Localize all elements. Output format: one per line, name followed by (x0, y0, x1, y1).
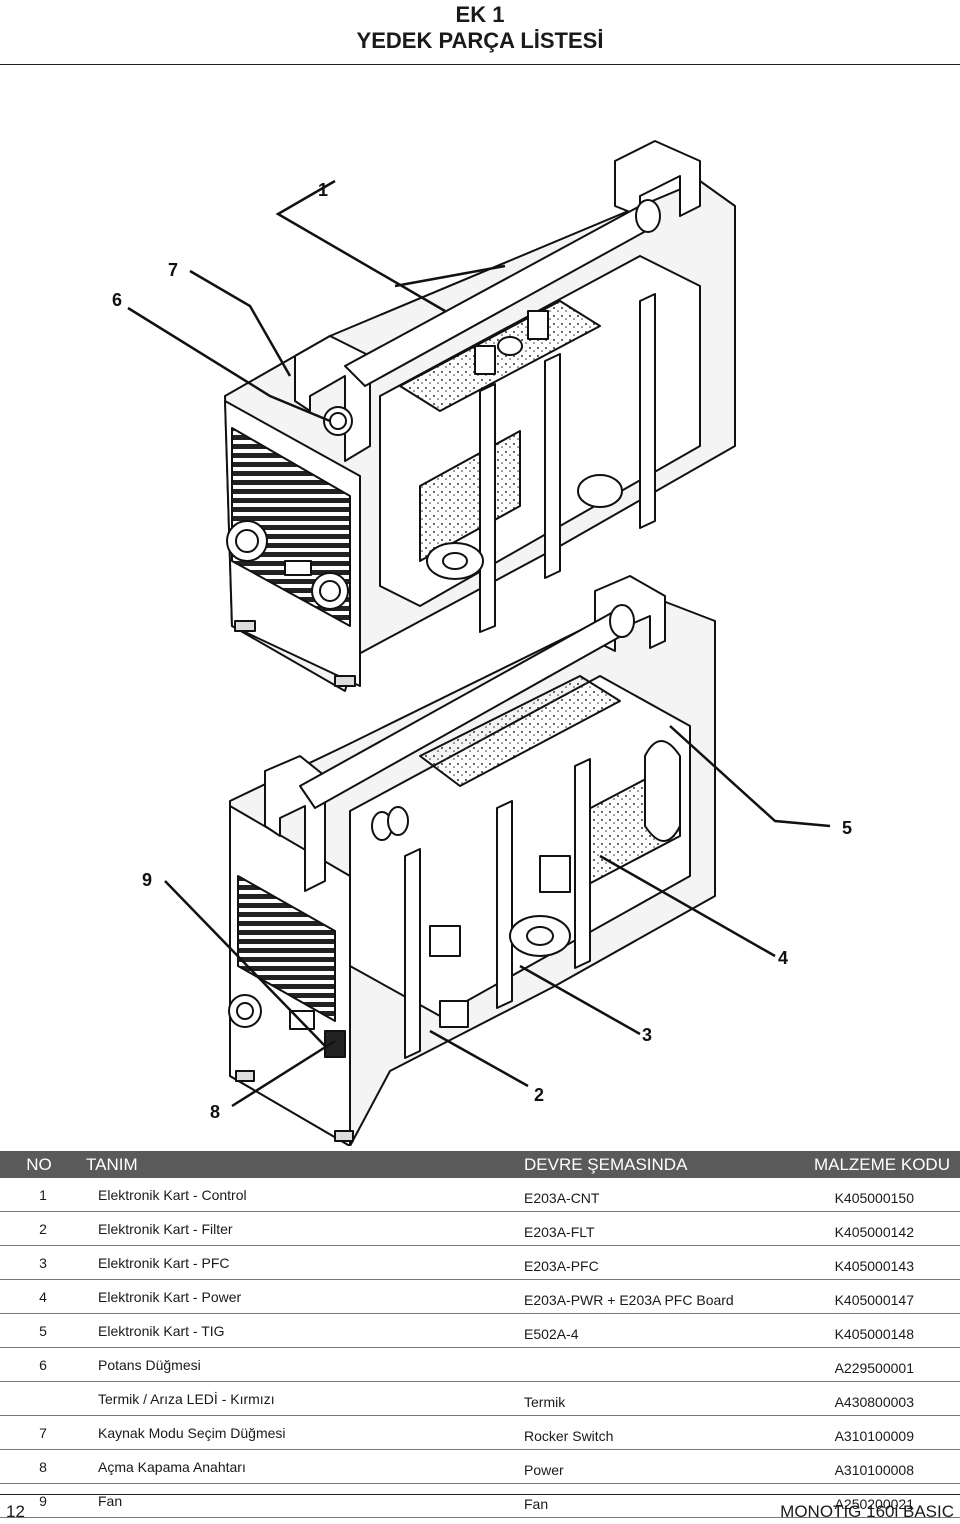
cell-code: A250200021 (772, 1483, 960, 1518)
cell-code: A430800003 (772, 1381, 960, 1416)
cell-circuit: E203A-FLT (516, 1211, 772, 1246)
table-row: 6 Potans Düğmesi A229500001 (0, 1347, 960, 1382)
cell-circuit: E203A-CNT (516, 1178, 772, 1212)
col-code: MALZEME KODU (772, 1151, 960, 1178)
table-row: 2 Elektronik Kart - Filter E203A-FLT K40… (0, 1211, 960, 1246)
parts-table: NO TANIM DEVRE ŞEMASINDA MALZEME KODU 1 … (0, 1151, 960, 1518)
callout-8: 8 (210, 1102, 220, 1122)
cell-code: A229500001 (772, 1347, 960, 1382)
cell-circuit: E502A-4 (516, 1313, 772, 1348)
cell-desc: Elektronik Kart - Control (78, 1178, 516, 1212)
cell-circuit: Termik (516, 1381, 772, 1416)
cell-code: K405000143 (772, 1245, 960, 1280)
cell-circuit (516, 1347, 772, 1382)
cell-code: K405000142 (772, 1211, 960, 1246)
cell-desc: Fan (78, 1483, 516, 1518)
cell-no (0, 1381, 78, 1416)
document-name: MONOTIG 160i BASIC (780, 1502, 954, 1521)
cell-desc: Elektronik Kart - TIG (78, 1313, 516, 1348)
table-row: 5 Elektronik Kart - TIG E502A-4 K4050001… (0, 1313, 960, 1348)
callout-4: 4 (778, 948, 788, 968)
cell-no: 3 (0, 1245, 78, 1280)
cell-no: 6 (0, 1347, 78, 1382)
cell-desc: Potans Düğmesi (78, 1347, 516, 1382)
cell-no: 8 (0, 1449, 78, 1484)
cell-circuit: E203A-PFC (516, 1245, 772, 1280)
appendix-label: EK 1 (455, 2, 505, 27)
machine-view-top (224, 140, 736, 692)
table-row: 1 Elektronik Kart - Control E203A-CNT K4… (0, 1178, 960, 1212)
table-row: Termik / Arıza LEDİ - Kırmızı Termik A43… (0, 1381, 960, 1416)
cell-no: 4 (0, 1279, 78, 1314)
col-circuit: DEVRE ŞEMASINDA (516, 1151, 772, 1178)
cell-desc: Elektronik Kart - Power (78, 1279, 516, 1314)
page-number: 12 (6, 1502, 25, 1521)
title-divider (0, 64, 960, 65)
cell-circuit: Power (516, 1449, 772, 1484)
cell-code: A310100008 (772, 1449, 960, 1484)
col-no: NO (0, 1151, 78, 1178)
table-row: 4 Elektronik Kart - Power E203A-PWR + E2… (0, 1279, 960, 1314)
table-row: 9 Fan Fan A250200021 (0, 1483, 960, 1518)
cell-code: K405000148 (772, 1313, 960, 1348)
cell-no: 9 (0, 1483, 78, 1518)
cell-circuit: Fan (516, 1483, 772, 1518)
leader-lines (127, 179, 831, 1108)
cell-desc: Kaynak Modu Seçim Düğmesi (78, 1415, 516, 1450)
cell-circuit: E203A-PWR + E203A PFC Board (516, 1279, 772, 1314)
exploded-parts-diagram: 1 7 6 5 9 4 3 8 2 (112, 140, 852, 1146)
table-row: 3 Elektronik Kart - PFC E203A-PFC K40500… (0, 1245, 960, 1280)
cell-desc: Elektronik Kart - Filter (78, 1211, 516, 1246)
col-desc: TANIM (78, 1151, 516, 1178)
callout-5: 5 (842, 818, 852, 838)
callout-2: 2 (534, 1085, 544, 1105)
table-header-row: NO TANIM DEVRE ŞEMASINDA MALZEME KODU (0, 1151, 960, 1178)
page-title: YEDEK PARÇA LİSTESİ (356, 28, 604, 53)
machine-view-bottom (228, 575, 716, 1146)
cell-desc: Termik / Arıza LEDİ - Kırmızı (78, 1381, 516, 1416)
cell-desc: Açma Kapama Anahtarı (78, 1449, 516, 1484)
footer-divider (0, 1494, 960, 1495)
table-row: 7 Kaynak Modu Seçim Düğmesi Rocker Switc… (0, 1415, 960, 1450)
table-row: 8 Açma Kapama Anahtarı Power A310100008 (0, 1449, 960, 1484)
callout-7: 7 (168, 260, 178, 280)
cell-circuit: Rocker Switch (516, 1415, 772, 1450)
cell-code: A310100009 (772, 1415, 960, 1450)
callout-3: 3 (642, 1025, 652, 1045)
cell-no: 2 (0, 1211, 78, 1246)
cell-no: 1 (0, 1178, 78, 1212)
callout-1: 1 (318, 180, 328, 200)
cell-code: K405000147 (772, 1279, 960, 1314)
cell-code: K405000150 (772, 1178, 960, 1212)
callout-6: 6 (112, 290, 122, 310)
cell-no: 5 (0, 1313, 78, 1348)
cell-no: 7 (0, 1415, 78, 1450)
cell-desc: Elektronik Kart - PFC (78, 1245, 516, 1280)
callout-9: 9 (142, 870, 152, 890)
